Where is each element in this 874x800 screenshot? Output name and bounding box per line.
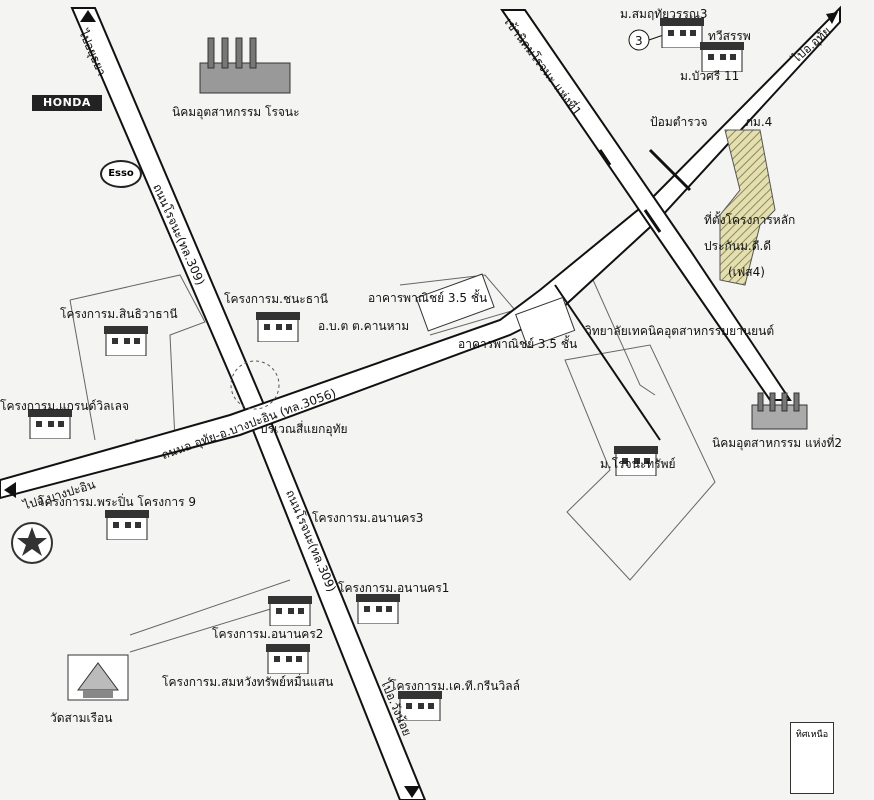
- label-project-site-3: (เฟส4): [728, 265, 765, 279]
- house-icon: [268, 592, 312, 627]
- house-icon: [266, 640, 310, 675]
- house-icon: [105, 506, 149, 541]
- label-grand-village: โครงการม.แกรนด์วิลเลจ: [0, 399, 129, 413]
- label-commercial-2: อาคารพาณิชย์ 3.5 ชั้น: [458, 337, 578, 351]
- marker-3-label: 3: [635, 34, 643, 48]
- label-mu4: ภม.4: [745, 115, 773, 129]
- label-somwang: โครงการม.สมหวังทรัพย์หมื่นแสน: [162, 675, 334, 689]
- label-anan-nakorn-2: โครงการม.อนานคร2: [212, 627, 324, 641]
- label-thawisub: ทวีสรรพ: [708, 29, 751, 43]
- house-icon: [700, 38, 744, 73]
- bridge-marks: [598, 148, 692, 233]
- label-rojana-estate-2: นิคมอุตสาหกรรม แห่งที่2: [712, 436, 843, 450]
- house-icon: [614, 442, 658, 477]
- honda-logo: HONDA: [32, 95, 102, 111]
- north-indicator: ทิศเหนือ: [790, 722, 834, 794]
- north-label: ทิศเหนือ: [795, 730, 829, 740]
- factory-icon: [199, 37, 291, 94]
- label-buasri: ม.บัวศรี 11: [680, 69, 740, 83]
- esso-logo: Esso: [100, 160, 142, 188]
- label-anan-nakorn-1: โครงการม.อนานคร1: [338, 581, 450, 595]
- label-project-site-1: ที่ตั้งโครงการหลัก: [704, 213, 796, 227]
- label-chana-thani: โครงการม.ชนะธานี: [224, 292, 329, 306]
- side-street: [554, 284, 661, 441]
- factory-icon: [751, 392, 808, 430]
- intersection-circle: [230, 360, 280, 410]
- temple-icon: [67, 654, 129, 701]
- label-sinthiwa-thani: โครงการม.สินธิวาธานี: [60, 307, 178, 321]
- arrow-to-bangpain-icon: [4, 482, 16, 498]
- label-police-box: ป้อมตำรวจ: [650, 115, 708, 129]
- road-3056: [0, 5, 841, 500]
- house-icon: [660, 14, 704, 49]
- label-rojana-estate: นิคมอุตสาหกรรม โรจนะ: [172, 105, 300, 119]
- project-site-area: [719, 129, 776, 286]
- label-commercial-1: อาคารพาณิชย์ 3.5 ชั้น: [368, 291, 488, 305]
- arrow-to-ayutthaya-icon: [80, 10, 96, 22]
- label-project-site-2: ประกันม.ดี.ดี: [704, 239, 772, 253]
- star-logo-icon: [11, 522, 53, 564]
- road-rojana-entry: [500, 9, 792, 401]
- label-wat-samruean: วัดสามเรือน: [50, 711, 113, 725]
- label-rojana-sap: ม.โรจนะทรัพย์: [600, 457, 676, 471]
- house-icon: [398, 687, 442, 722]
- label-kt-green-ville: โครงการม.เค.ที.กรีนวิลล์: [390, 679, 520, 693]
- label-prapin-9: โครงการม.พระปิ่น โครงการ 9: [38, 495, 197, 509]
- commercial-strip: [415, 273, 576, 349]
- house-icon: [256, 308, 300, 343]
- label-uthai-intersection: บริเวณสี่แยกอุทัย: [260, 422, 348, 436]
- house-icon: [104, 322, 148, 357]
- label-anan-nakorn-3: โครงการม.อนานคร3: [312, 511, 424, 525]
- label-obt-kanham: อ.บ.ต ต.คานหาม: [318, 319, 410, 333]
- label-somrudee: ม.สมฤทัยวรรณ3: [620, 7, 708, 21]
- house-icon: [28, 405, 72, 440]
- arrow-to-uthai-icon: [826, 12, 838, 24]
- arrow-to-wangnoi-icon: [404, 786, 420, 798]
- label-tech-college: วิทยาลัยเทคนิคอุตสาหกรรมยานยนต์: [585, 324, 775, 338]
- house-icon: [356, 590, 400, 625]
